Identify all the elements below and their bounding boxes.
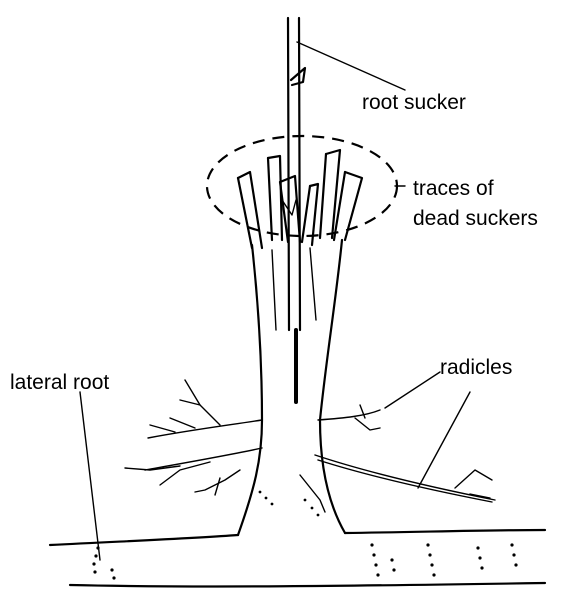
lateral-root-leader <box>80 392 100 560</box>
radicles-leader-2 <box>418 392 470 488</box>
label-root-sucker: root sucker <box>362 90 466 115</box>
radicles-leader <box>385 372 440 408</box>
label-dead-suckers: dead suckers <box>413 206 538 231</box>
traces-ellipse <box>207 136 397 236</box>
label-traces-of: traces of <box>413 176 494 201</box>
root-sucker-stem <box>288 18 305 330</box>
label-radicles: radicles <box>440 355 512 380</box>
dotted-root-traces <box>92 491 517 580</box>
trunk <box>238 240 345 535</box>
lateral-root <box>50 530 545 586</box>
left-radicles <box>125 380 262 495</box>
root-sucker-leader <box>297 42 405 90</box>
label-lateral-root: lateral root <box>10 370 109 395</box>
